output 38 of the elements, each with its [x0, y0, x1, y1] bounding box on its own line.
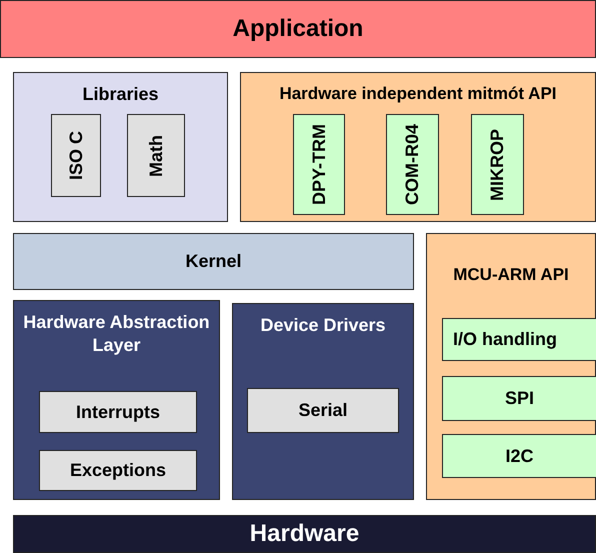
layer-box [240, 72, 596, 222]
layer-box [39, 391, 197, 433]
layer-label: ISO C [64, 130, 87, 180]
layer-box [13, 515, 596, 553]
layer-box [442, 376, 596, 421]
layer-box [293, 114, 345, 215]
layer-box [426, 233, 596, 500]
layer-box [442, 434, 596, 478]
layer-box [232, 303, 414, 500]
layer-label: DPY-TRM [308, 124, 330, 205]
layer-box [13, 72, 228, 222]
layer-box [386, 114, 439, 215]
layer-label: Interrupts [76, 400, 160, 424]
layer-box [39, 450, 197, 491]
layer-label: MIKROP [486, 128, 508, 200]
layer-label: COM-R04 [401, 124, 424, 205]
layer-label: I/O handling [453, 328, 557, 351]
layer-label: Application [232, 14, 364, 44]
layer-label: Math [144, 134, 167, 176]
layer-label: MCU-ARM API [453, 264, 569, 286]
layer-label: Exceptions [70, 459, 166, 482]
layer-label: Serial [298, 399, 348, 422]
layer-box [127, 114, 185, 197]
layer-box [471, 114, 524, 215]
layer-label: I2C [505, 444, 534, 468]
layer-box [442, 318, 596, 361]
layer-label: Device Drivers [260, 314, 386, 336]
layer-box [13, 300, 220, 500]
layer-box [247, 388, 399, 433]
layer-label: Kernel [185, 250, 242, 273]
layer-box [51, 114, 101, 197]
layer-label: Hardware Abstraction Layer [22, 311, 211, 356]
layer-box [13, 233, 414, 290]
layer-label: SPI [504, 387, 534, 410]
layer-label: Hardware [250, 519, 360, 549]
layer-label: Libraries [82, 83, 159, 106]
layer-label: Hardware independent mitmót API [279, 83, 557, 104]
layer-box [0, 0, 596, 58]
